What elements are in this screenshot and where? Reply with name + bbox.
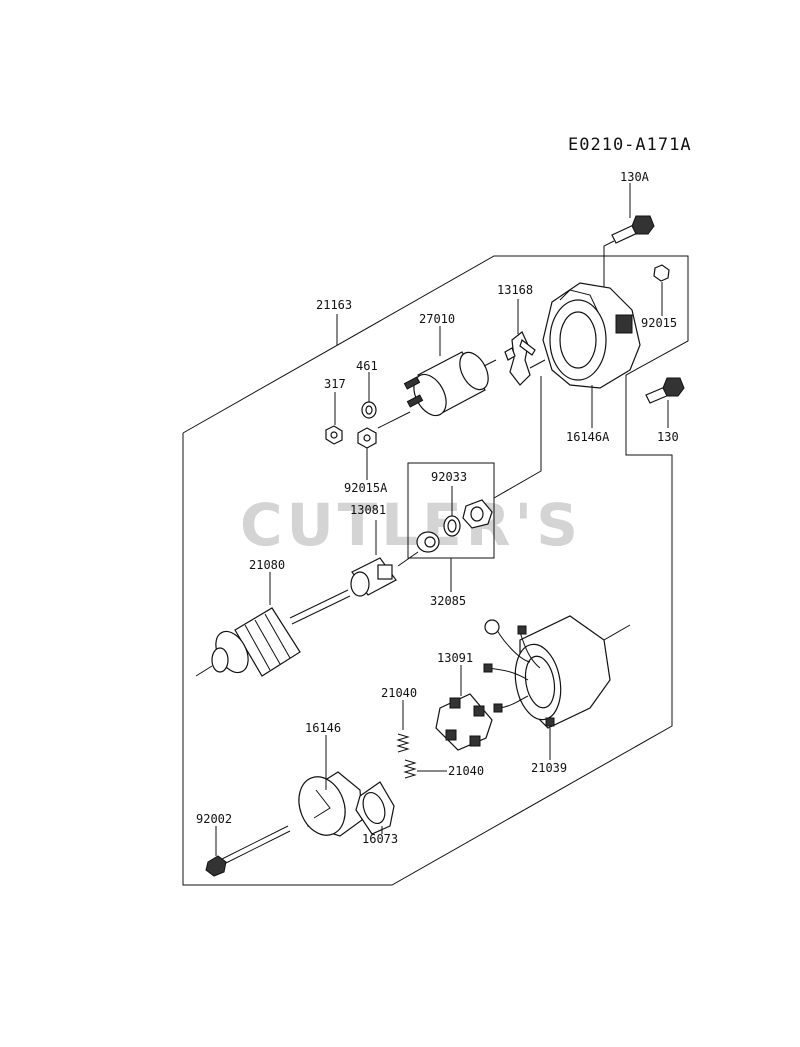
label-130: 130: [657, 430, 679, 444]
spring-21040a-icon: [396, 733, 410, 753]
label-16073: 16073: [362, 832, 398, 846]
nut-92015a-icon: [357, 427, 377, 449]
washer-461-icon: [361, 401, 377, 419]
label-92002: 92002: [196, 812, 232, 826]
stop-collar-icon: [462, 499, 493, 529]
watermark: CUTLER'S: [240, 491, 582, 559]
lever-13168-icon: [504, 331, 536, 386]
label-13081: 13081: [350, 503, 386, 517]
label-92033: 92033: [431, 470, 467, 484]
clip-ring-92033-icon: [443, 515, 461, 537]
spring-21040b-icon: [403, 759, 417, 779]
armature-21080-icon: [195, 589, 351, 677]
assembly-frame: [182, 255, 689, 886]
label-13091: 13091: [437, 651, 473, 665]
label-92015a: 92015A: [344, 481, 388, 495]
nut-92015-icon: [653, 264, 670, 282]
wire-leads-icon: [483, 619, 555, 727]
nut-317-icon: [325, 425, 343, 445]
label-21163: 21163: [316, 298, 352, 312]
housing-16146a-icon: [542, 282, 641, 389]
bolt-130a-icon: [611, 215, 655, 244]
label-16146a: 16146A: [566, 430, 610, 444]
label-461: 461: [356, 359, 378, 373]
brush-holder-13091-icon: [435, 693, 493, 751]
label-21040-upper: 21040: [381, 686, 417, 700]
label-130a: 130A: [620, 170, 650, 184]
label-21040-lower: 21040: [448, 764, 484, 778]
label-21039: 21039: [531, 761, 567, 775]
end-cover-16146-icon: [298, 771, 363, 837]
solenoid-27010-icon: [403, 351, 497, 417]
diagram-code: E0210-A171A: [568, 135, 692, 155]
pinion-clutch-13081-icon: [350, 557, 397, 597]
bolt-130-icon: [645, 377, 685, 404]
label-317: 317: [324, 377, 346, 391]
label-92015: 92015: [641, 316, 677, 330]
through-bolt-92002-icon: [205, 825, 291, 877]
plate-16073-icon: [355, 781, 395, 835]
label-32085: 32085: [430, 594, 466, 608]
label-21080: 21080: [249, 558, 285, 572]
label-13168: 13168: [497, 283, 533, 297]
label-16146: 16146: [305, 721, 341, 735]
pinion-stop-icon: [416, 531, 440, 553]
label-27010: 27010: [419, 312, 455, 326]
yoke-21039-icon: [514, 615, 631, 729]
